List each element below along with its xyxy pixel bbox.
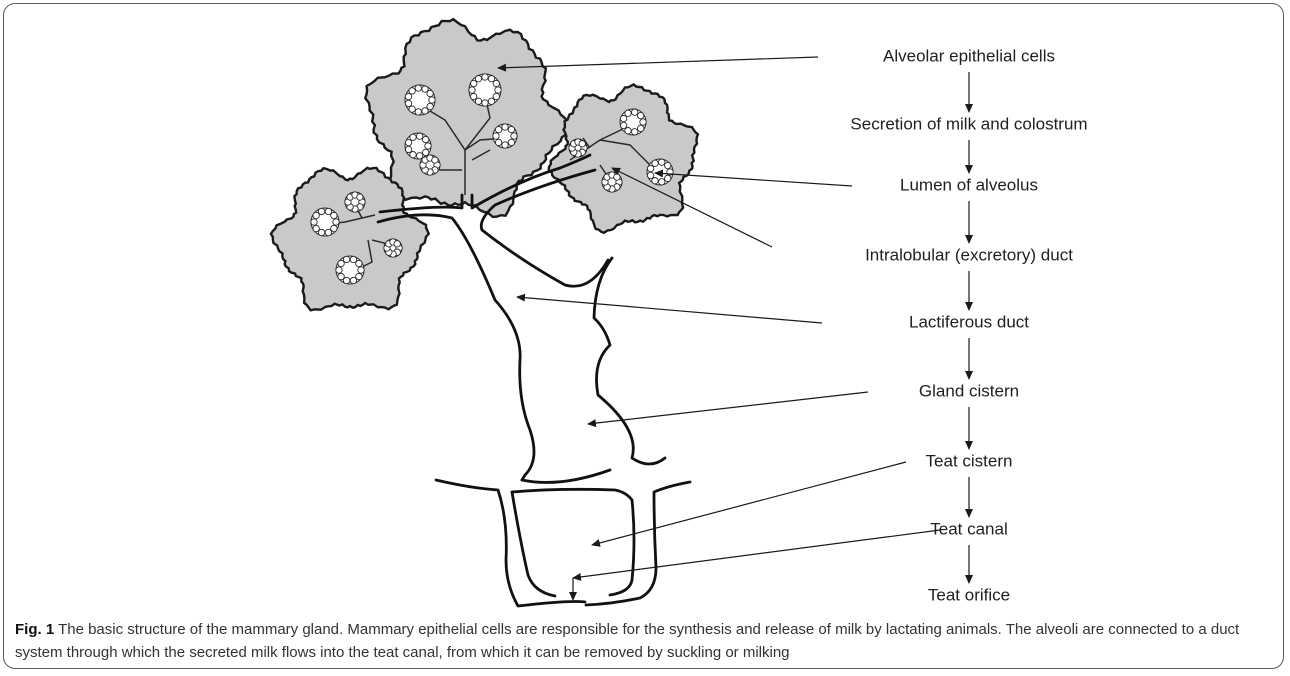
alveolus bbox=[569, 139, 587, 157]
flow-label-alveolar-epithelial-cells: Alveolar epithelial cells bbox=[883, 46, 1055, 65]
pointer-alveolar-epithelial-cells bbox=[498, 57, 818, 68]
flow-label-gland-cistern: Gland cistern bbox=[919, 381, 1019, 400]
alveolus bbox=[420, 155, 440, 175]
flow-label-teat-orifice: Teat orifice bbox=[928, 585, 1010, 604]
pointer-gland-cistern bbox=[588, 392, 868, 424]
flow-label-teat-canal: Teat canal bbox=[930, 519, 1008, 538]
pointer-lactiferous-duct bbox=[517, 297, 822, 323]
alveolus bbox=[620, 109, 646, 135]
pointer-lumen-of-alveolus bbox=[655, 173, 852, 186]
pointer-teat-cistern bbox=[592, 462, 906, 545]
alveolus bbox=[469, 74, 501, 106]
flow-label-intralobular-excretory-duct: Intralobular (excretory) duct bbox=[865, 245, 1073, 264]
flow-label-teat-cistern: Teat cistern bbox=[926, 451, 1013, 470]
alveolus bbox=[384, 239, 402, 257]
flow-label-secretion-of-milk-and-colostrum: Secretion of milk and colostrum bbox=[850, 114, 1087, 133]
caption-text: The basic structure of the mammary gland… bbox=[15, 621, 1239, 661]
flow-label-lumen-of-alveolus: Lumen of alveolus bbox=[900, 175, 1038, 194]
alveolus bbox=[647, 159, 673, 185]
alveolus bbox=[336, 256, 364, 284]
alveolus bbox=[602, 172, 622, 192]
alveolus bbox=[345, 192, 365, 212]
alveolus bbox=[405, 85, 435, 115]
pointer-teat-canal bbox=[573, 530, 940, 578]
alveolus bbox=[311, 208, 339, 236]
figure-label: Fig. 1 bbox=[15, 621, 54, 638]
flow-label-lactiferous-duct: Lactiferous duct bbox=[909, 312, 1029, 331]
label-pointers bbox=[498, 57, 940, 600]
alveolus bbox=[493, 124, 517, 148]
figure-caption: Fig. 1 The basic structure of the mammar… bbox=[15, 618, 1270, 664]
